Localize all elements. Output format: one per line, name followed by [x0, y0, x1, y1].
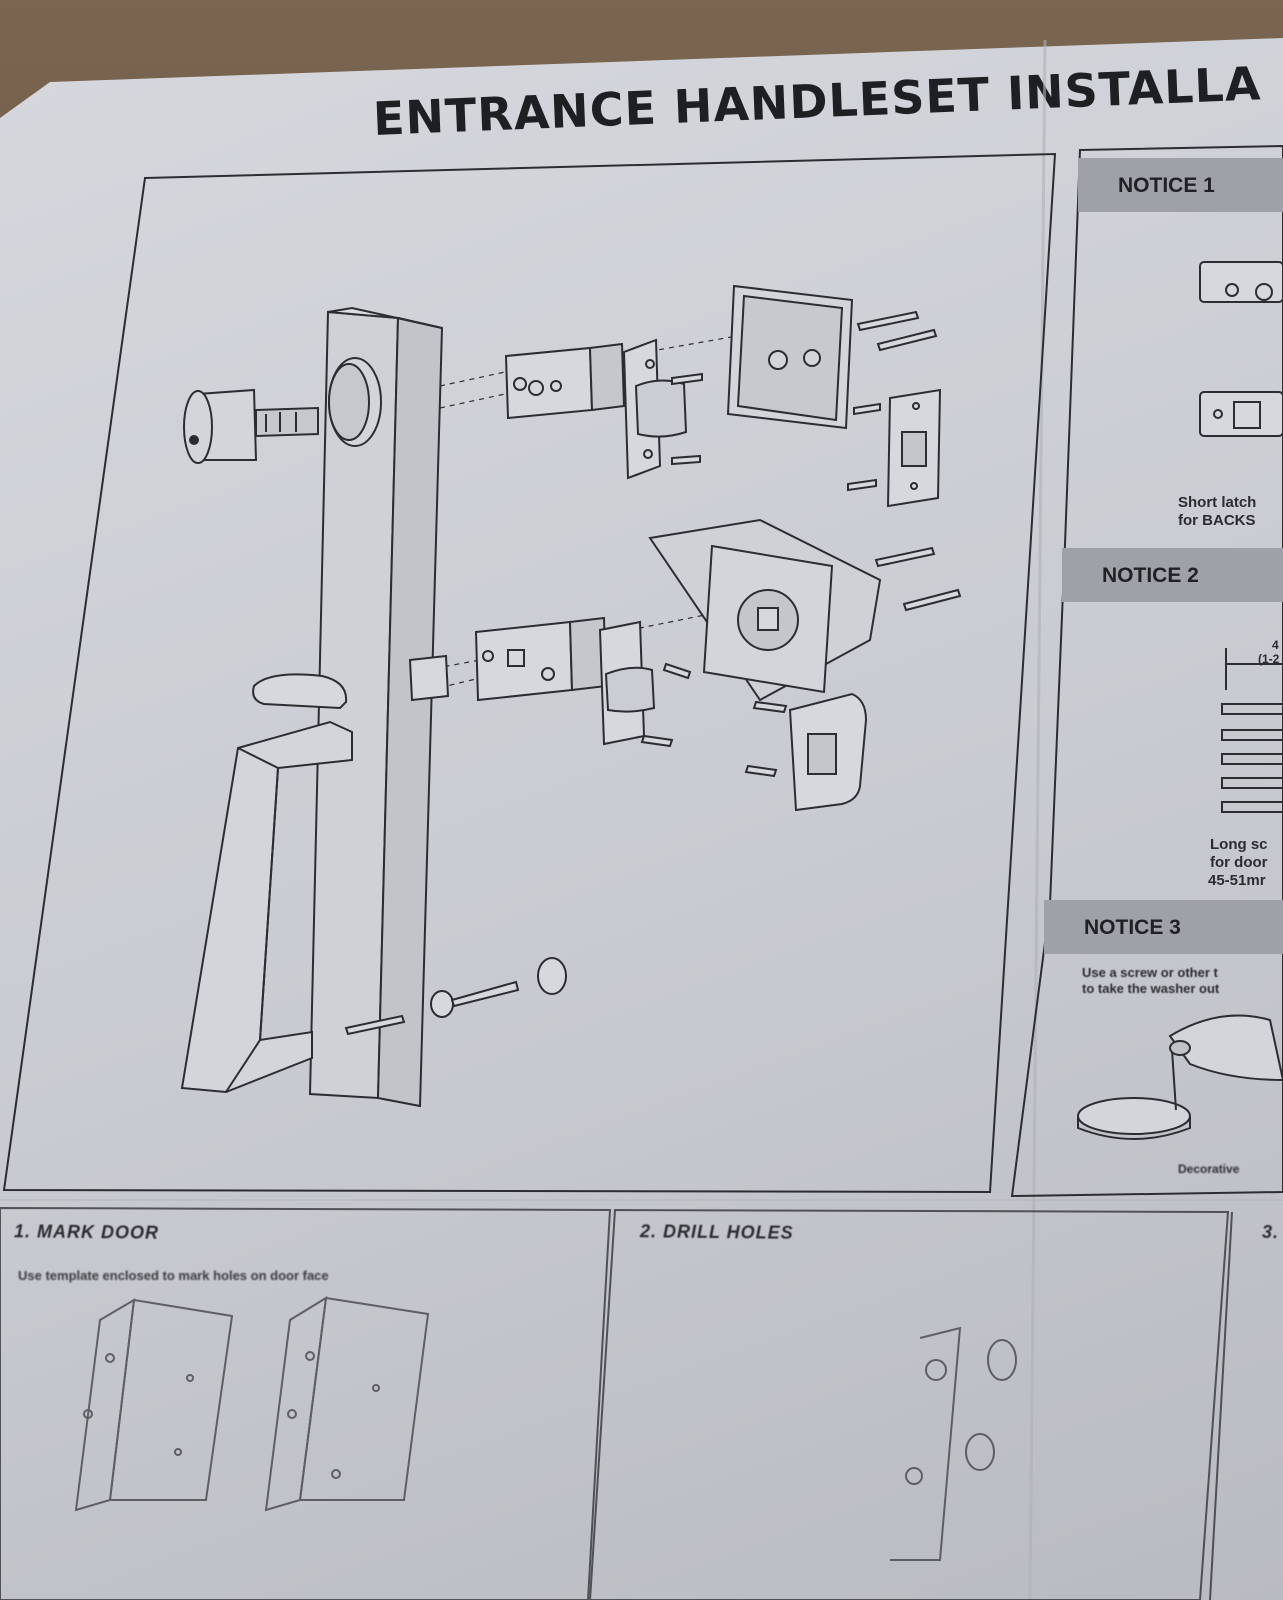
notice2-dim-1: 4: [1272, 638, 1279, 652]
notice2-heading: NOTICE 2: [1062, 548, 1283, 602]
notice3-bottom-label: Decorative: [1178, 1162, 1240, 1176]
notice1-heading: NOTICE 1: [1078, 158, 1283, 212]
step1-title: 1. MARK DOOR: [13, 1221, 160, 1243]
notice2-caption-1: Long sc: [1210, 836, 1268, 853]
step3-title: 3.: [1261, 1221, 1280, 1243]
notice2-caption-3: 45-51mr: [1208, 872, 1266, 889]
notice1-caption-1: Short latch: [1178, 494, 1257, 511]
notice2-caption-2: for door: [1210, 854, 1268, 871]
notice3-caption-2: to take the washer out: [1082, 981, 1220, 996]
step1-subtitle: Use template enclosed to mark holes on d…: [18, 1268, 329, 1283]
notice1-caption-2: for BACKS: [1178, 512, 1256, 529]
notice3-caption-1: Use a screw or other t: [1082, 965, 1218, 980]
notice3-heading: NOTICE 3: [1044, 900, 1283, 954]
notice2-dim-2: (1-2: [1258, 652, 1280, 666]
step2-title: 2. DRILL HOLES: [639, 1221, 794, 1243]
